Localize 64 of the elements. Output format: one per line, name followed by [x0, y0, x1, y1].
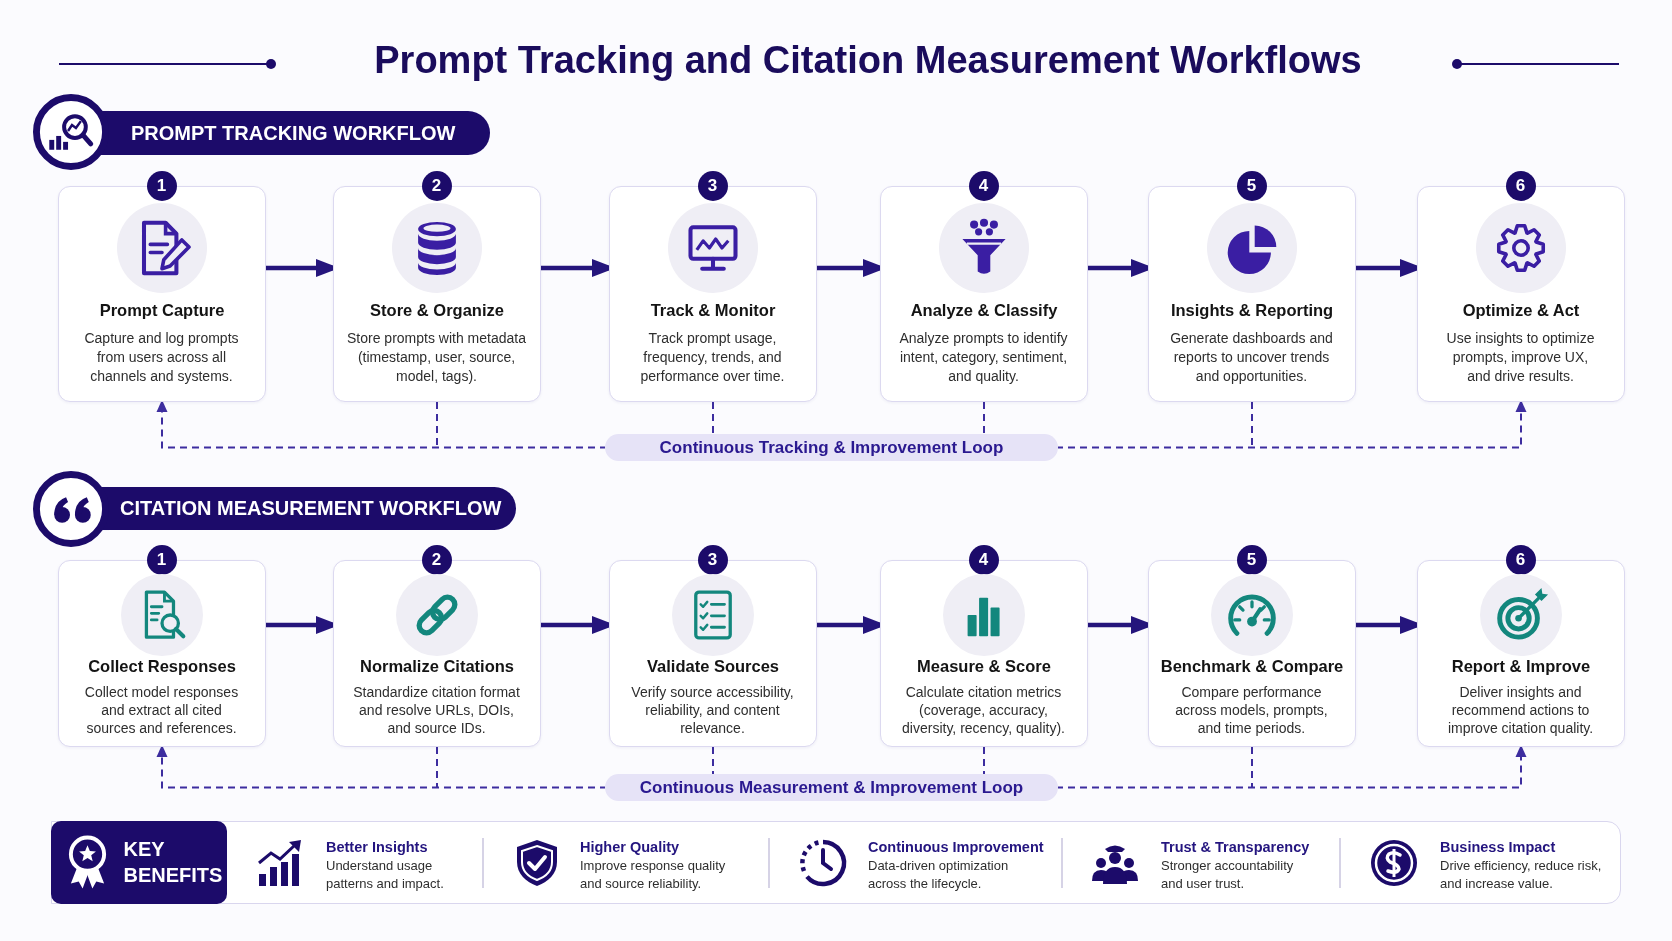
- step-description: Use insights to optimize prompts, improve UX, and drive results.: [1445, 329, 1596, 386]
- step-title: Optimize & Act: [1462, 300, 1580, 320]
- step-title: Analyze & Classify: [910, 300, 1058, 320]
- step-number: 4: [968, 170, 999, 201]
- step-number: 1: [146, 170, 177, 201]
- step-title: Collect Responses: [88, 656, 236, 676]
- step-description: Analyze prompts to identify intent, category, sentiment, and quality.: [898, 329, 1069, 386]
- step-number: 6: [1505, 170, 1536, 201]
- benefit-description: Improve response quality and source reliability.: [580, 857, 727, 893]
- step-description: Capture and log prompts from users across all channels and systems.: [83, 329, 240, 386]
- step-title: Benchmark & Compare: [1160, 656, 1344, 676]
- step-number: 3: [697, 170, 728, 201]
- step-description: Calculate citation metrics (coverage, accuracy, diversity, recency, quality).: [901, 683, 1066, 737]
- dashed-connector: [436, 786, 606, 789]
- step-title: Prompt Capture: [99, 300, 225, 320]
- step-description: Generate dashboards and reports to uncover trends and opportunities.: [1169, 329, 1334, 386]
- benefit-title: Trust & Transparency: [1161, 838, 1310, 856]
- step-number: 4: [968, 544, 999, 575]
- dashed-connector: [983, 401, 985, 435]
- step-title: Store & Organize: [370, 300, 504, 320]
- step-number: 5: [1236, 170, 1267, 201]
- step-title: Insights & Reporting: [1170, 300, 1334, 320]
- dashed-connector: [1251, 746, 1253, 789]
- step-title: Track & Monitor: [650, 300, 776, 320]
- benefit-title: Continuous Improvement: [868, 838, 1044, 856]
- section-header: PROMPT TRACKING WORKFLOW: [109, 111, 490, 155]
- benefit-title: Business Impact: [1440, 838, 1556, 856]
- benefit-title: Better Insights: [326, 838, 428, 856]
- dashed-connector: [1057, 786, 1253, 789]
- diagram-title: Prompt Tracking and Citation Measurement Workflows: [374, 38, 1362, 83]
- step-number: 2: [421, 170, 452, 201]
- step-number: 1: [146, 544, 177, 575]
- benefits-bar: [51, 821, 1621, 904]
- dashed-connector: [712, 746, 714, 775]
- benefit-description: Drive efficiency, reduce risk, and increase value.: [1440, 857, 1603, 893]
- step-number: 6: [1505, 544, 1536, 575]
- dashed-connector: [436, 446, 606, 449]
- step-description: Track prompt usage, frequency, trends, and performance over time.: [639, 329, 786, 386]
- step-description: Verify source accessibility, reliability, and content relevance.: [630, 683, 795, 737]
- step-number: 5: [1236, 544, 1267, 575]
- benefit-title: Higher Quality: [580, 838, 680, 856]
- dashed-connector: [712, 401, 714, 435]
- section-header: CITATION MEASUREMENT WORKFLOW: [109, 487, 516, 530]
- dashed-connector: [1057, 446, 1253, 449]
- step-description: Standardize citation format and resolve URLs, DOIs, and source IDs.: [352, 683, 521, 737]
- benefit-description: Understand usage patterns and impact.: [326, 857, 445, 893]
- step-title: Report & Improve: [1451, 656, 1591, 676]
- dashed-connector: [983, 746, 985, 775]
- step-description: Collect model responses and extract all cited sources and references.: [83, 683, 240, 737]
- step-description: Deliver insights and recommend actions to improve citation quality.: [1446, 683, 1595, 737]
- panel-title: KEY BENEFITS: [123, 836, 224, 888]
- step-title: Validate Sources: [646, 656, 780, 676]
- key-benefits-panel: [50, 820, 227, 904]
- loop-pill: Continuous Tracking & Improvement Loop: [605, 434, 1058, 461]
- step-description: Compare performance across models, prompts, and time periods.: [1174, 683, 1329, 737]
- dashed-connector: [436, 746, 438, 789]
- step-number: 2: [421, 544, 452, 575]
- benefit-description: Stronger accountability and user trust.: [1161, 857, 1295, 893]
- step-title: Normalize Citations: [360, 656, 514, 676]
- benefit-description: Data-driven optimization across the lifecycle.: [868, 857, 1010, 893]
- step-description: Store prompts with metadata (timestamp, user, source, model, tags).: [346, 329, 527, 386]
- step-number: 3: [697, 544, 728, 575]
- loop-pill: Continuous Measurement & Improvement Loop: [605, 774, 1058, 801]
- step-title: Measure & Score: [917, 656, 1051, 676]
